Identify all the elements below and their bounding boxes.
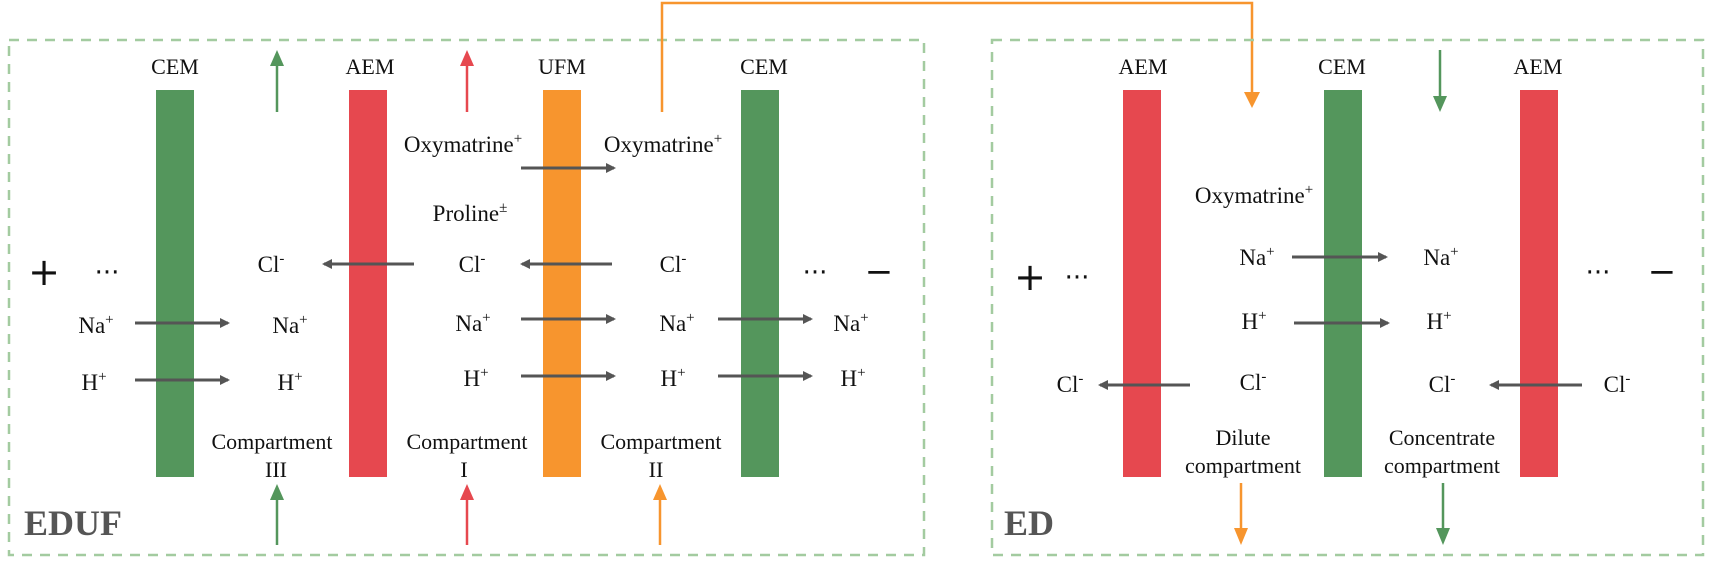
ed-left-ellipsis: ··· xyxy=(1065,263,1090,293)
compartment-ii-inlet-arrow xyxy=(653,484,667,545)
compartment-ii-to-dilute-transfer-line xyxy=(660,1,1260,112)
species-h-left: H+ xyxy=(81,369,106,395)
species-na-dilute: Na+ xyxy=(1239,244,1274,270)
compartment-ii-number: II xyxy=(649,457,664,482)
eduf-panel: CEM AEM UFM CEM xyxy=(7,1,1260,557)
species-na-compartment-iii: Na+ xyxy=(272,312,307,338)
eduf-membrane-label: UFM xyxy=(538,54,586,79)
eduf-anode-sign: + xyxy=(28,250,60,294)
compartment-iii-outlet-arrow xyxy=(270,50,284,112)
concentrate-inlet-arrow xyxy=(1433,50,1447,112)
compartment-iii-inlet-arrow xyxy=(270,484,284,545)
compartment-i-inlet-arrow xyxy=(460,484,474,545)
ed-membrane-label: AEM xyxy=(1514,54,1563,79)
species-h-right: H+ xyxy=(840,365,865,391)
ed-aem-left-membrane xyxy=(1123,90,1161,477)
eduf-membrane-label: CEM xyxy=(151,54,199,79)
compartment-iii-number: III xyxy=(265,457,287,482)
species-proline-compartment-i: Proline± xyxy=(433,200,508,226)
eduf-membrane-label: CEM xyxy=(740,54,788,79)
species-cl-concentrate: Cl- xyxy=(1429,371,1456,397)
species-na-left: Na+ xyxy=(78,312,113,338)
eduf-cem-right-membrane xyxy=(741,90,779,477)
species-na-compartment-ii: Na+ xyxy=(659,310,694,336)
eduf-cem-left-membrane xyxy=(156,90,194,477)
species-h-compartment-ii: H+ xyxy=(660,365,685,391)
species-cl-right: Cl- xyxy=(1604,371,1631,397)
species-h-dilute: H+ xyxy=(1241,308,1266,334)
ed-panel-title: ED xyxy=(1004,503,1054,543)
species-oxymatrine-dilute: Oxymatrine+ xyxy=(1195,182,1313,208)
dilute-outlet-arrow xyxy=(1234,483,1248,545)
species-oxymatrine-compartment-i: Oxymatrine+ xyxy=(404,131,522,157)
eduf-aem-membrane xyxy=(349,90,387,477)
species-h-compartment-i: H+ xyxy=(463,365,488,391)
concentrate-compartment-label-line2: compartment xyxy=(1384,453,1500,478)
eduf-left-ellipsis: ··· xyxy=(95,258,120,288)
concentrate-outlet-arrow xyxy=(1436,483,1450,545)
eduf-panel-title: EDUF xyxy=(24,503,122,543)
eduf-membrane-label: AEM xyxy=(346,54,395,79)
species-oxymatrine-compartment-ii: Oxymatrine+ xyxy=(604,131,722,157)
species-h-concentrate: H+ xyxy=(1426,308,1451,334)
ed-membrane-label: AEM xyxy=(1119,54,1168,79)
ed-panel: AEM CEM AEM + ··· ··· − Oxymatrine+ Na+ … xyxy=(990,38,1705,557)
ed-cem-membrane xyxy=(1324,90,1362,477)
compartment-i-number: I xyxy=(460,457,467,482)
ed-right-ellipsis: ··· xyxy=(1586,258,1611,288)
concentrate-compartment-label: Concentrate xyxy=(1389,425,1495,450)
species-cl-left: Cl- xyxy=(1057,371,1084,397)
dilute-compartment-label-line2: compartment xyxy=(1185,453,1301,478)
ed-aem-right-membrane xyxy=(1520,90,1558,477)
eduf-border xyxy=(7,38,926,557)
species-na-compartment-i: Na+ xyxy=(455,310,490,336)
ed-membrane-label: CEM xyxy=(1318,54,1366,79)
dilute-compartment-label: Dilute xyxy=(1216,425,1271,450)
eduf-right-ellipsis: ··· xyxy=(803,258,828,288)
species-na-right: Na+ xyxy=(833,310,868,336)
species-cl-compartment-i: Cl- xyxy=(459,251,486,277)
eduf-cathode-sign: − xyxy=(865,252,894,292)
species-na-concentrate: Na+ xyxy=(1423,244,1458,270)
species-h-compartment-iii: H+ xyxy=(277,369,302,395)
ed-anode-sign: + xyxy=(1014,255,1046,299)
species-cl-compartment-iii: Cl- xyxy=(258,251,285,277)
species-cl-dilute: Cl- xyxy=(1240,369,1267,395)
ed-cathode-sign: − xyxy=(1648,252,1677,292)
compartment-ii-label: Compartment xyxy=(601,429,722,454)
compartment-i-label: Compartment xyxy=(407,429,528,454)
eduf-ufm-membrane xyxy=(543,90,581,477)
compartment-iii-label: Compartment xyxy=(212,429,333,454)
species-cl-compartment-ii: Cl- xyxy=(660,251,687,277)
compartment-i-outlet-arrow xyxy=(460,50,474,112)
